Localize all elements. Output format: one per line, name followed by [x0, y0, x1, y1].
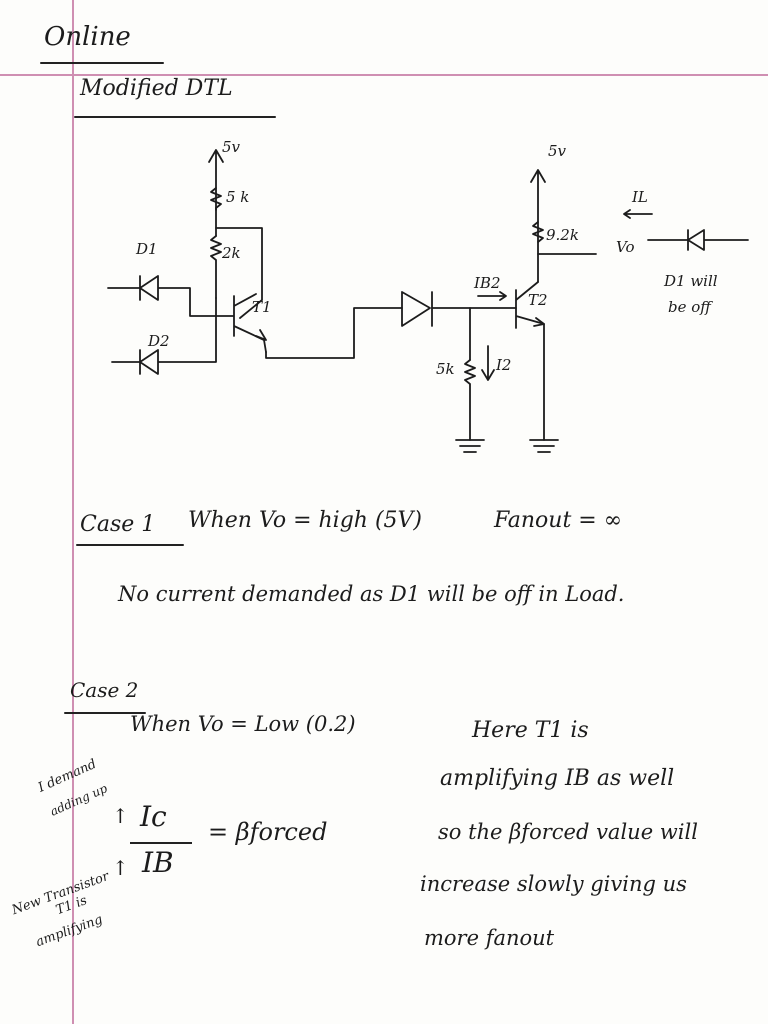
- d2-label: D2: [147, 332, 170, 350]
- supply-arrow-left: [208, 149, 224, 211]
- resistor-5k-top: [210, 187, 222, 209]
- side-note-amplifying: amplifying: [34, 912, 105, 951]
- diode-d1: [107, 275, 217, 317]
- case1-label: Case 1: [80, 512, 156, 537]
- d1-label: D1: [135, 240, 158, 258]
- load-note-2: be off: [668, 298, 713, 316]
- t1-label: T1: [252, 298, 272, 316]
- il-label: IL: [631, 188, 648, 206]
- t2-label: T2: [528, 291, 548, 309]
- supply-label-left: 5v: [222, 138, 241, 156]
- up-arrow-ic: ↑: [112, 804, 129, 828]
- ib-denominator: IB: [142, 846, 174, 879]
- case1-underline: [76, 544, 184, 546]
- explain-line-3: so the βforced value will: [438, 820, 698, 844]
- i2-label: I2: [495, 356, 511, 374]
- case1-condition: When Vo = high (5V): [188, 508, 422, 533]
- explain-line-5: more fanout: [424, 926, 555, 950]
- resistor-9k2: [532, 221, 544, 243]
- base-resistor-label: 5k: [436, 360, 455, 378]
- ic-numerator: Ic: [140, 800, 167, 833]
- explain-line-2: amplifying IB as well: [440, 766, 675, 791]
- ground-right: [529, 439, 559, 453]
- diode-series: [401, 291, 433, 327]
- load-note-1: D1 will: [663, 272, 718, 290]
- ib2-arrow: [477, 291, 507, 301]
- resistor-5k-label: 5 k: [226, 188, 249, 206]
- resistor-5k-base: [464, 359, 476, 441]
- wire-t1-to-diode: [265, 307, 403, 359]
- resistor-2k: [210, 235, 222, 299]
- fraction-line: [130, 842, 192, 844]
- vo-label: Vo: [616, 238, 635, 256]
- il-arrow: [623, 209, 653, 219]
- collector-resistor-label: 9.2k: [546, 226, 579, 244]
- explain-line-4: increase slowly giving us: [420, 872, 687, 896]
- diode-d2: [111, 297, 217, 375]
- i2-arrow: [481, 345, 495, 381]
- case2-label: Case 2: [70, 678, 139, 702]
- supply-label-right: 5v: [548, 142, 567, 160]
- explain-line-1: Here T1 is: [472, 718, 589, 743]
- supply-arrow-right: [530, 169, 546, 283]
- case1-note: No current demanded as D1 will be off in…: [118, 582, 625, 606]
- margin-rule-horizontal: [0, 74, 768, 76]
- transistor-t1: [215, 293, 267, 353]
- load-diode: [647, 229, 749, 251]
- case2-underline: [64, 712, 146, 714]
- wire-2k-to-t1: [215, 227, 263, 319]
- beta-forced: = βforced: [208, 818, 328, 846]
- margin-rule-vertical: [72, 0, 74, 1024]
- ib2-label: IB2: [473, 274, 501, 292]
- section-heading: Online: [44, 22, 131, 52]
- resistor-2k-label: 2k: [221, 244, 241, 262]
- case2-condition: When Vo = Low (0.2): [130, 712, 356, 736]
- title-underline: [74, 116, 276, 118]
- ground-left: [455, 439, 485, 453]
- page-title: Modified DTL: [80, 76, 233, 101]
- case1-fanout: Fanout = ∞: [494, 508, 623, 533]
- dtl-circuit-diagram: 5v 5 k 2k D1 D2 T1 5k I2 IB2 T2: [107, 138, 749, 453]
- up-arrow-ib: ↑: [112, 856, 129, 880]
- section-underline: [40, 62, 164, 64]
